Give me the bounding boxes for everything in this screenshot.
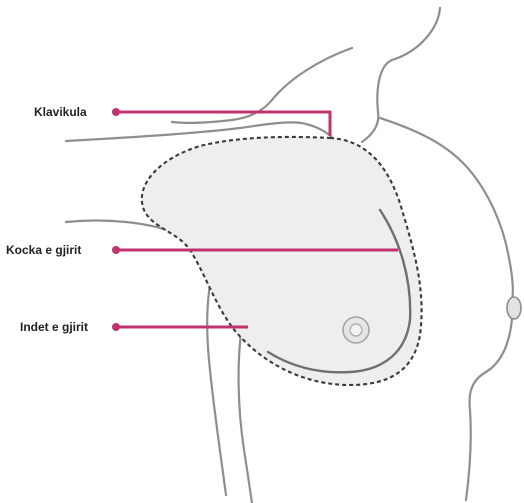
ribs-leader-dot bbox=[112, 246, 120, 254]
breast-tissue-label: Indet e gjirit bbox=[20, 320, 88, 334]
clavicle-label: Klavikula bbox=[34, 105, 87, 119]
clavicle-leader-line bbox=[116, 112, 330, 136]
torso-side-outline bbox=[239, 320, 252, 503]
clavicle-leader-dot bbox=[112, 108, 120, 116]
ribs-label: Kocka e gjirit bbox=[6, 243, 81, 257]
neck-outline bbox=[362, 8, 440, 142]
right-breast-outline bbox=[466, 300, 512, 500]
breast-region bbox=[142, 137, 422, 385]
tissue-leader-dot bbox=[112, 323, 120, 331]
right-nipple bbox=[507, 297, 521, 319]
nipple bbox=[343, 317, 369, 343]
